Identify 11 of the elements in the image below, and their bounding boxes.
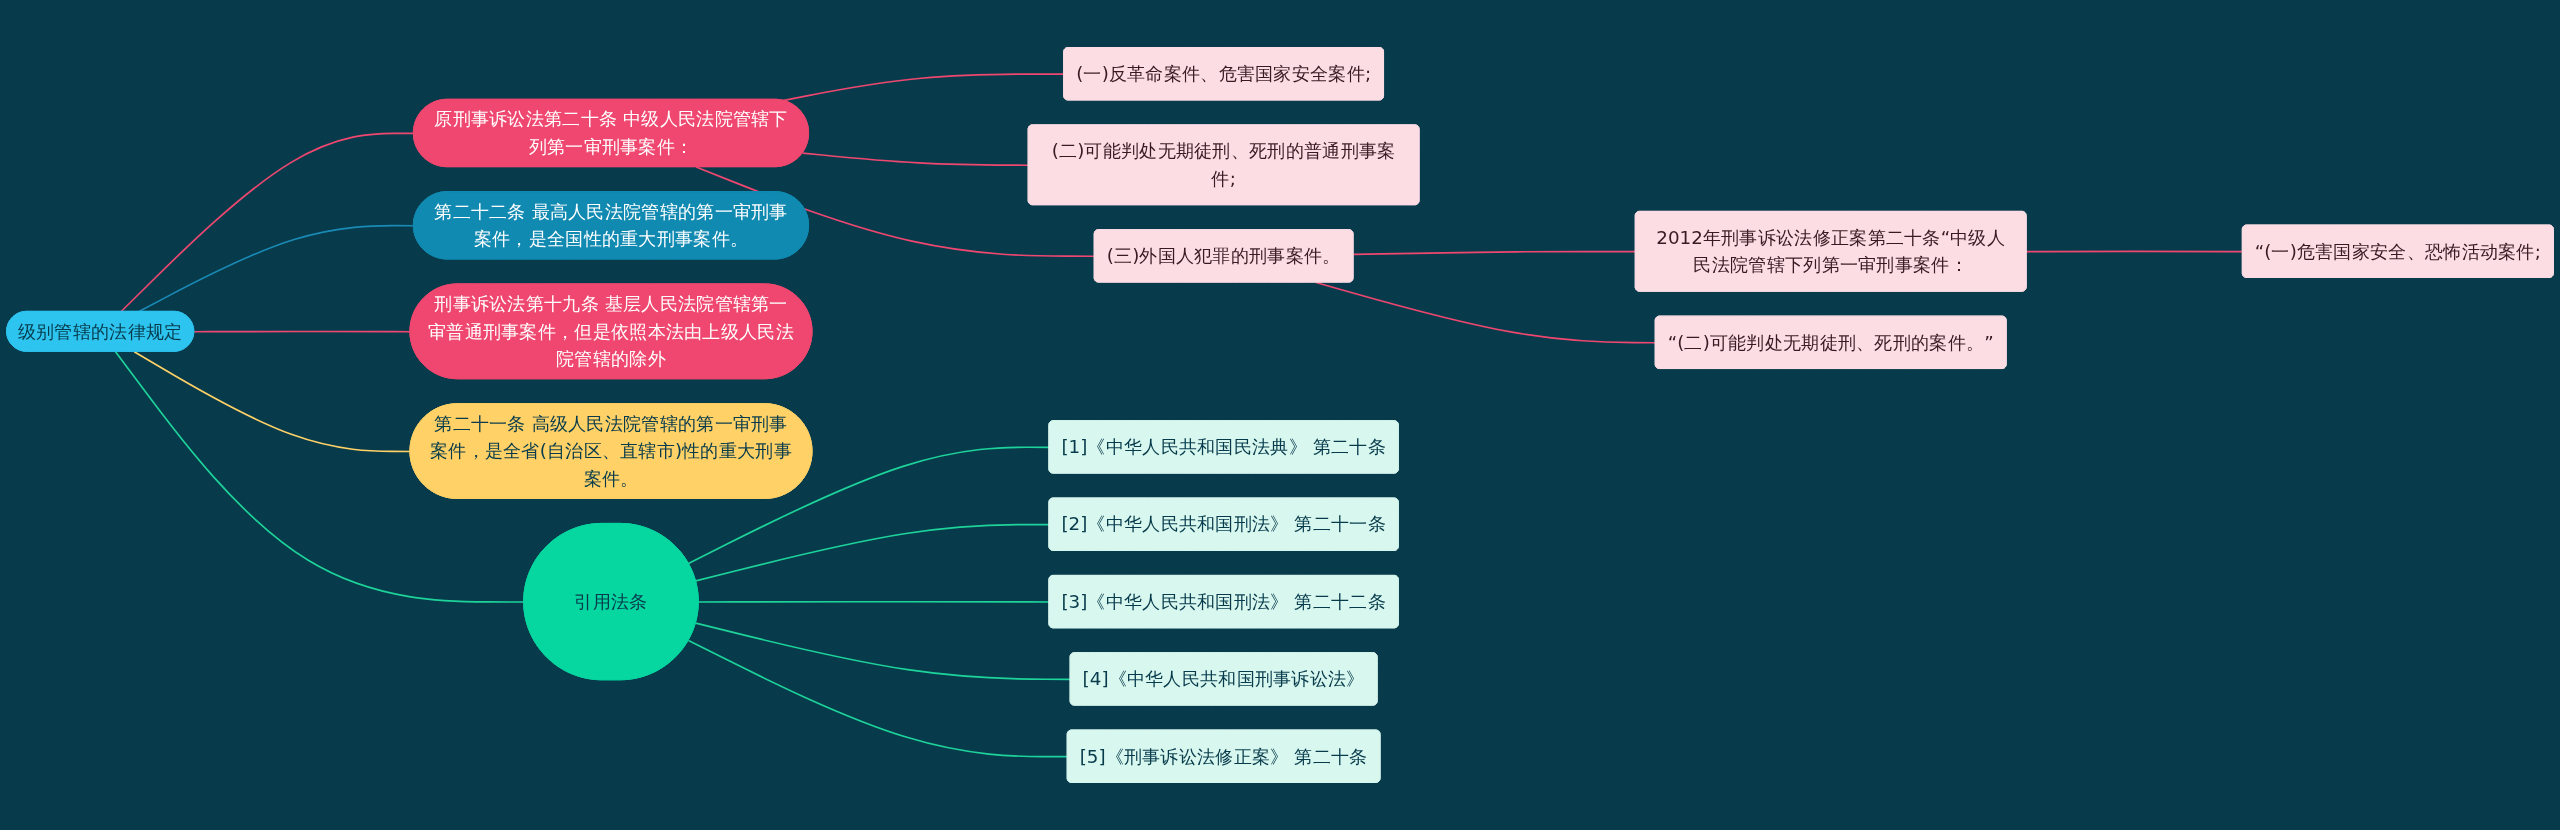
- connector: [1315, 281, 1657, 344]
- connector: [1352, 250, 1637, 256]
- connector: [120, 132, 415, 313]
- connector: [114, 350, 525, 603]
- connector: [801, 152, 1030, 167]
- connector: [687, 639, 1069, 758]
- connector: [694, 622, 1072, 681]
- connector: [193, 330, 412, 333]
- connector: [133, 350, 412, 453]
- connector: [2025, 250, 2244, 253]
- connector: [137, 224, 415, 313]
